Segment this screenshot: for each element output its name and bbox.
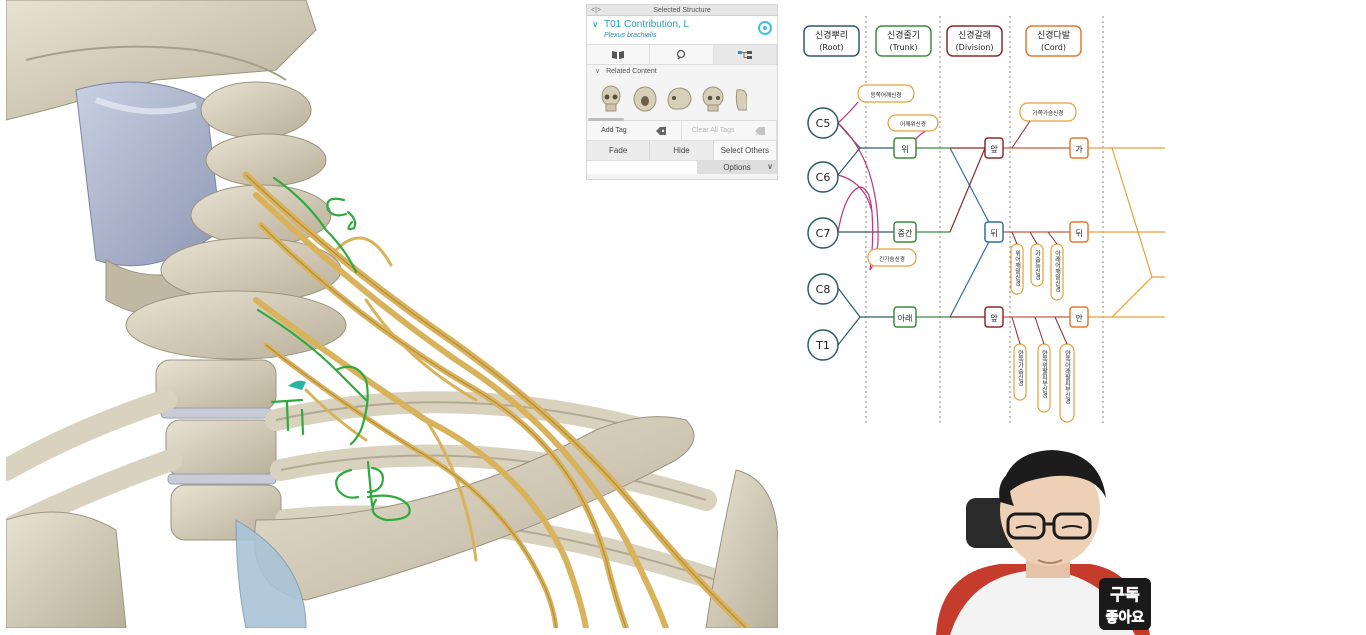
diagram-nerve-labels: 등쪽어깨신경 어깨위신경 긴가슴신경 가쪽가슴신경: [857, 84, 1077, 267]
root-c7: C7: [816, 227, 831, 240]
tag-row: Add Tag Clear All Tags: [587, 120, 777, 140]
chevron-down-icon: ∨: [767, 162, 773, 171]
panel-titlebar: <|> Selected Structure: [587, 5, 777, 16]
trunk-lower: 아래: [898, 313, 913, 323]
target-icon[interactable]: [758, 21, 772, 35]
tag-clear-icon: [755, 126, 766, 135]
division-anterior-lower: 앞: [990, 313, 998, 323]
skull-oblique-thumbnail[interactable]: [699, 84, 727, 114]
root-t1: T1: [815, 339, 830, 352]
trunk-middle: 중간: [898, 228, 913, 238]
clear-all-tags-label: Clear All Tags: [691, 127, 735, 134]
header-root-en: (Root): [819, 43, 843, 52]
trunk-upper: 위: [901, 145, 908, 154]
diagram-trunks: 위 중간 아래: [893, 137, 917, 328]
options-row: Options ∨: [587, 160, 777, 174]
skull-side-thumbnail[interactable]: [665, 84, 693, 114]
label-dorsal-scapular: 등쪽어깨신경: [871, 91, 902, 99]
thumbnail-scrollbar[interactable]: [588, 118, 624, 121]
diagram-cords: 가 뒤 안: [1069, 137, 1089, 328]
header-trunk-en: (Trunk): [889, 43, 917, 52]
selected-structure-title: T01 Contribution, L: [604, 19, 690, 30]
skull-front-thumbnail[interactable]: [597, 84, 625, 114]
handwritten-annotations: [256, 176, 411, 522]
options-dropdown[interactable]: Options ∨: [697, 161, 777, 174]
diagram-headers: 신경뿌리 (Root) 신경줄기 (Trunk) 신경갈래 (Division)…: [803, 25, 1082, 57]
fade-button[interactable]: Fade: [587, 141, 651, 160]
label-upper-subscapular: 위어깨밑신경: [1014, 249, 1021, 286]
header-division-ko: 신경갈래: [958, 29, 991, 41]
label-lower-subscapular: 아래어깨밑신경: [1054, 249, 1061, 292]
header-cord-ko: 신경다발: [1037, 29, 1070, 41]
options-label: Options: [723, 163, 751, 172]
label-medial-pectoral: 안쪽가슴신경: [1017, 349, 1024, 386]
related-content-header[interactable]: ∨ Related Content: [587, 65, 777, 78]
anatomy-render: [6, 0, 778, 628]
diagram-divisions: 앞 뒤 앞: [984, 137, 1004, 328]
cord-posterior: 뒤: [1075, 229, 1082, 238]
label-lateral-pectoral: 가쪽가슴신경: [1033, 109, 1064, 117]
selected-structure-panel: <|> Selected Structure ∨ T01 Contributio…: [586, 4, 778, 180]
root-c5: C5: [816, 117, 831, 130]
brachial-plexus-diagram: 신경뿌리 (Root) 신경줄기 (Trunk) 신경갈래 (Division)…: [790, 12, 1180, 432]
badge-subscribe-text: 구독: [1110, 585, 1140, 604]
label-long-thoracic: 긴가슴신경: [879, 255, 905, 263]
root-c6: C6: [816, 171, 831, 184]
clear-all-tags-button[interactable]: Clear All Tags: [682, 121, 777, 140]
panel-toolbar: [587, 44, 777, 65]
panel-nav-arrows[interactable]: <|>: [591, 7, 601, 14]
related-content-thumbnails: [587, 78, 777, 120]
root-c8: C8: [816, 283, 831, 296]
diagram-vertical-labels: 위어깨밑신경 가슴등신경 아래어깨밑신경 안쪽가슴신경 안쪽위팔피부신경 안쪽아…: [1010, 243, 1075, 423]
header-division-en: (Division): [956, 43, 994, 52]
cord-lateral: 가: [1075, 145, 1083, 154]
book-icon[interactable]: [587, 45, 651, 64]
header-division-box: [946, 25, 1003, 57]
options-spacer: [587, 161, 697, 174]
label-thoracodorsal: 가슴등신경: [1034, 249, 1041, 280]
select-others-button[interactable]: Select Others: [713, 141, 777, 160]
related-content-label: Related Content: [606, 68, 657, 75]
tag-icon: [655, 126, 666, 135]
selected-structure-latin: Plexus brachialis: [604, 32, 657, 39]
hierarchy-icon[interactable]: [713, 45, 777, 64]
header-trunk-ko: 신경줄기: [887, 29, 920, 41]
hide-button[interactable]: Hide: [650, 141, 714, 160]
subscribe-like-badge: 구독 좋아요: [1099, 578, 1151, 630]
division-anterior-upper: 앞: [990, 144, 998, 154]
badge-like-text: 좋아요: [1106, 609, 1145, 626]
diagram-roots: C5 C6 C7 C8 T1: [807, 107, 839, 361]
pin-icon[interactable]: [650, 45, 714, 64]
header-cord-box: [1025, 25, 1082, 57]
selected-structure-row[interactable]: ∨ T01 Contribution, L Plexus brachialis: [587, 16, 777, 44]
header-cord-en: (Cord): [1041, 43, 1066, 52]
skull-base-thumbnail[interactable]: [631, 84, 659, 114]
presenter-video: [936, 450, 1150, 635]
label-medial-brachial-cutaneous: 안쪽위팔피부신경: [1041, 349, 1048, 398]
chevron-down-icon[interactable]: ∨: [592, 19, 599, 29]
label-medial-antebrachial-cutaneous: 안쪽아래팔피부신경: [1064, 349, 1071, 404]
add-tag-button[interactable]: Add Tag: [587, 121, 682, 140]
label-suprascapular: 어깨위신경: [900, 120, 926, 128]
header-trunk-box: [875, 25, 932, 57]
header-root-box: [803, 25, 860, 57]
division-posterior: 뒤: [990, 229, 997, 238]
action-row: Fade Hide Select Others: [587, 140, 777, 160]
skull-partial-thumbnail[interactable]: [733, 84, 747, 114]
panel-window-title: Selected Structure: [653, 7, 711, 14]
add-tag-label: Add Tag: [601, 127, 627, 134]
cord-medial: 안: [1075, 313, 1083, 323]
header-root-ko: 신경뿌리: [815, 29, 848, 41]
chevron-down-icon: ∨: [595, 68, 601, 75]
